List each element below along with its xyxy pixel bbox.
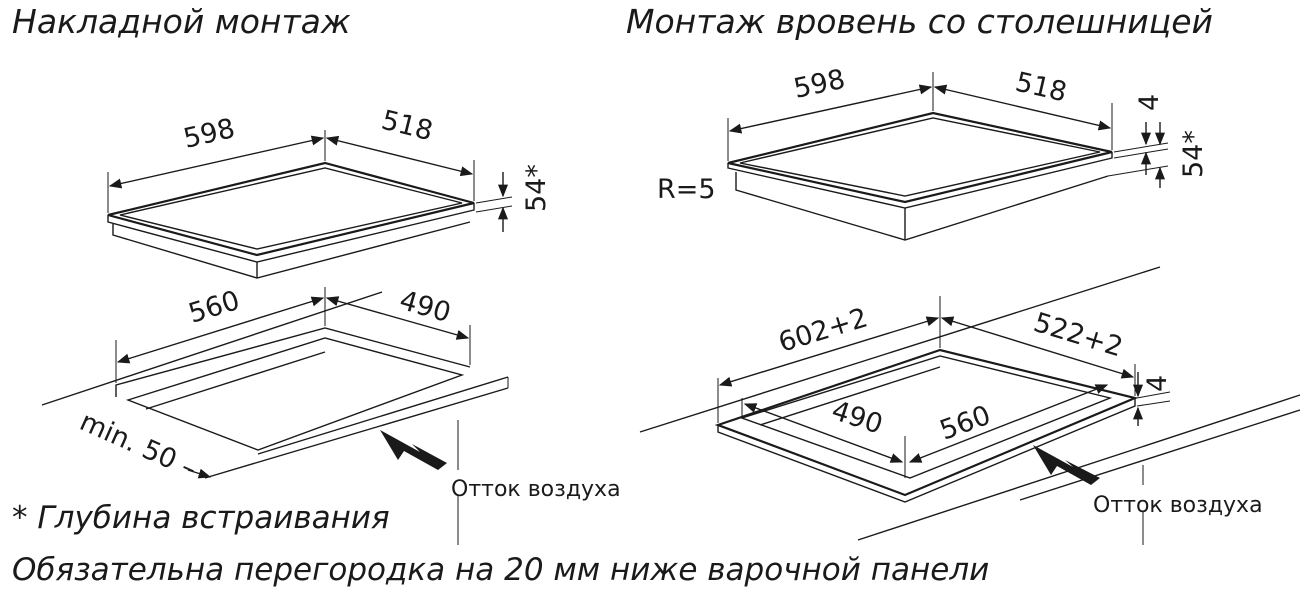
airflow-left-label: Отток воздуха — [451, 477, 621, 502]
flush-cutout-drawing — [639, 266, 1301, 545]
flush-cutout-outer-depth-label: 522+2 — [1030, 307, 1126, 363]
flush-cutout-inner-width-label: 560 — [936, 400, 995, 447]
surface-cutout-drawing — [41, 287, 509, 545]
surface-mount-heading: Накладной монтаж — [12, 2, 351, 41]
surface-cutout-depth-label: 490 — [396, 285, 454, 329]
flush-hob-radius-label: R=5 — [657, 174, 716, 205]
surface-cutout-min-distance-label: min. 50 – — [75, 406, 201, 485]
flush-hob-drawing — [727, 72, 1169, 241]
flush-mount-heading: Монтаж вровень со столешницей — [626, 2, 1213, 41]
airflow-right-label: Отток воздуха — [1093, 493, 1263, 518]
surface-hob-height-label: 54* — [521, 164, 552, 212]
depth-note: * Глубина встраивания — [12, 500, 390, 536]
partition-note: Обязательна перегородка на 20 мм ниже ва… — [12, 552, 989, 588]
flush-hob-rim-label: 4 — [1134, 94, 1165, 111]
surface-cutout-width-label: 560 — [185, 285, 243, 330]
flush-cutout-outer-width-label: 602+2 — [775, 302, 871, 358]
flush-cutout-rebate-label: 4 — [1142, 375, 1173, 392]
surface-hob-depth-label: 518 — [378, 105, 436, 148]
flush-cutout-inner-depth-label: 490 — [828, 395, 887, 440]
flush-hob-depth-label: 518 — [1012, 67, 1069, 109]
surface-hob-drawing — [107, 130, 513, 279]
flush-hob-width-label: 598 — [791, 64, 848, 105]
flush-hob-height-label: 54* — [1178, 130, 1209, 178]
surface-hob-width-label: 598 — [181, 113, 238, 155]
